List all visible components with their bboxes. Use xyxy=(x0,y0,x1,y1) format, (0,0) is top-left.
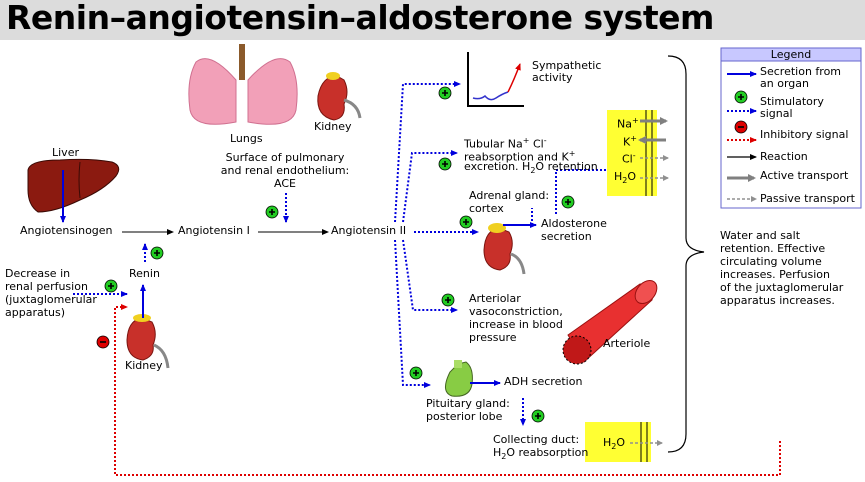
surface-label-3: ACE xyxy=(274,177,296,190)
brace-icon xyxy=(667,55,705,453)
pituitary-icon xyxy=(445,360,473,397)
liver-label: Liver xyxy=(52,146,79,159)
surface-label-1: Surface of pulmonary xyxy=(225,151,345,164)
decrease-label-3: (juxtaglomerular xyxy=(5,293,97,306)
collecting-label-2: H2O reabsorption xyxy=(493,446,589,462)
aldosterone-label-1: Aldosterone xyxy=(541,217,607,230)
legend-inhibitory-label: Inhibitory signal xyxy=(760,128,849,141)
tubular-label-1: Tubular Na+ Cl- xyxy=(464,136,547,151)
water-label-2: retention. Effective xyxy=(720,242,826,255)
water-label-6: apparatus increases. xyxy=(720,294,835,307)
legend-stimulatory-label-2: signal xyxy=(760,107,793,120)
arteriolar-label-2: vasoconstriction, xyxy=(469,305,563,318)
title-bar: Renin–angiotensin–aldosterone system xyxy=(0,0,865,40)
collecting-h2o: H2O xyxy=(603,436,626,452)
legend xyxy=(720,47,862,209)
tubular-label-3: excretion. H2O retention xyxy=(464,160,598,176)
collecting-membrane xyxy=(585,422,663,462)
pituitary-label-2: posterior lobe xyxy=(426,410,503,423)
arteriole-label: Arteriole xyxy=(603,337,651,350)
arteriolar-label-3: increase in blood xyxy=(469,318,563,331)
arteriole-icon xyxy=(562,279,658,365)
adrenal-label-1: Adrenal gland: xyxy=(469,189,550,202)
legend-reaction-label: Reaction xyxy=(760,150,808,163)
angiotensin1-label: Angiotensin I xyxy=(178,224,250,237)
ion-h2o: H2O xyxy=(614,170,637,186)
diagram-title: Renin–angiotensin–aldosterone system xyxy=(6,0,714,37)
sympathetic-label-1: Sympathetic xyxy=(532,59,602,72)
kidney-icon xyxy=(317,72,362,121)
ion-membrane xyxy=(607,110,669,196)
kidney-bottom-label: Kidney xyxy=(125,359,163,372)
pituitary-label-1: Pituitary gland: xyxy=(426,397,510,410)
legend-passive-label: Passive transport xyxy=(760,192,855,205)
legend-stimulatory-label: Stimulatory xyxy=(760,95,824,108)
legend-active-label: Active transport xyxy=(760,169,849,182)
kidney-top-label: Kidney xyxy=(314,120,352,133)
lungs-icon xyxy=(188,44,298,125)
sympathetic-label-2: activity xyxy=(532,71,573,84)
adrenal-icon xyxy=(483,223,526,275)
collecting-label-1: Collecting duct: xyxy=(493,433,580,446)
decrease-label-4: apparatus) xyxy=(5,306,66,319)
angiotensin2-label: Angiotensin II xyxy=(331,224,407,237)
adrenal-label-2: cortex xyxy=(469,202,504,215)
liver-icon xyxy=(27,158,120,213)
kidney-icon xyxy=(126,314,170,369)
decrease-label-1: Decrease in xyxy=(5,267,71,280)
tubular-label-2: reabsorption and K+ xyxy=(464,149,576,164)
ion-k: K+ xyxy=(623,134,637,149)
legend-secretion-label-2: an organ xyxy=(760,77,809,90)
decrease-label-2: renal perfusion xyxy=(5,280,88,293)
aldosterone-label-2: secretion xyxy=(541,230,592,243)
renin-label: Renin xyxy=(129,267,160,280)
water-label-3: circulating volume xyxy=(720,255,822,268)
water-label-5: of the juxtaglomerular xyxy=(720,281,844,294)
ion-cl: Cl- xyxy=(622,151,636,166)
arteriolar-label-1: Arteriolar xyxy=(469,292,521,305)
surface-label-2: and renal endothelium: xyxy=(220,164,350,177)
ion-na: Na+ xyxy=(617,116,639,131)
adh-label: ADH secretion xyxy=(504,375,583,388)
water-label-4: increases. Perfusion xyxy=(720,268,830,281)
legend-secretion-label: Secretion from xyxy=(760,65,842,78)
water-label-1: Water and salt xyxy=(720,229,801,242)
angiotensinogen-label: Angiotensinogen xyxy=(20,224,113,237)
arteriolar-label-4: pressure xyxy=(469,331,517,344)
sympathetic-graph-icon xyxy=(467,52,524,107)
legend-heading: Legend xyxy=(770,48,812,61)
lungs-label: Lungs xyxy=(230,132,263,145)
